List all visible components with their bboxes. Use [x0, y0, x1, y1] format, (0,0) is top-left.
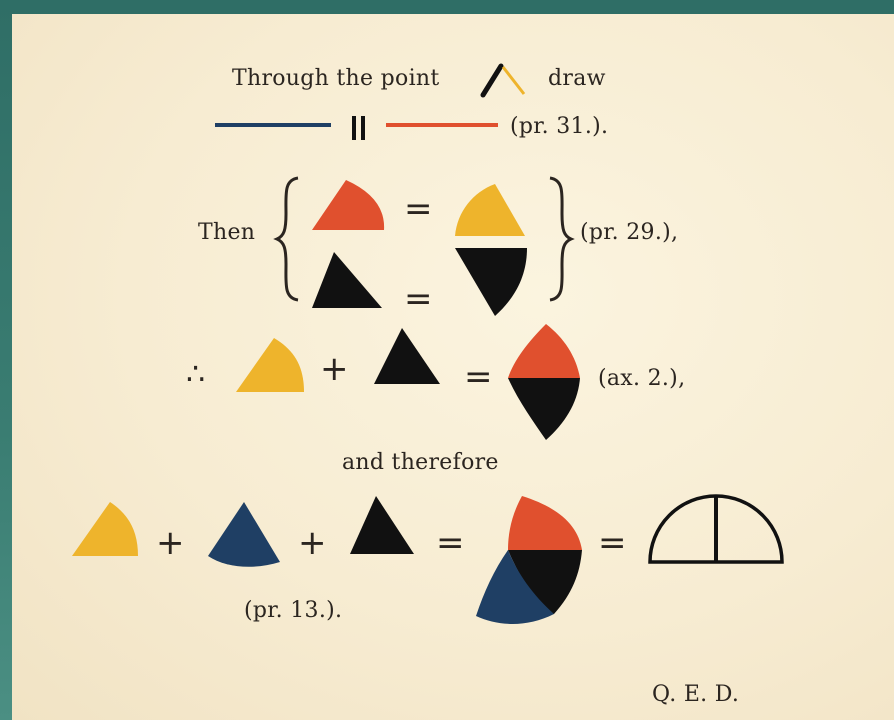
therefore-symbol: ∴ — [186, 357, 206, 392]
red-line-icon — [386, 123, 498, 127]
blue-line-icon — [215, 123, 331, 127]
black-sector-icon — [455, 248, 527, 316]
equals-sign-1: = — [436, 523, 465, 563]
equals-sign: = — [464, 357, 493, 397]
and-therefore-text: and therefore — [342, 450, 499, 475]
then-label: Then — [198, 220, 256, 245]
red-sector-icon — [312, 180, 385, 230]
black-triangle-icon — [312, 252, 382, 308]
composite-figure-icon — [476, 496, 582, 624]
black-triangle-icon — [350, 496, 414, 554]
reference-pr29: (pr. 29.), — [580, 220, 679, 245]
reference-pr31: (pr. 31.). — [510, 114, 609, 139]
plus-sign-1: + — [156, 523, 185, 563]
equals-sign-top: = — [404, 189, 433, 229]
qed-text: Q. E. D. — [652, 682, 740, 707]
right-brace-icon — [549, 176, 575, 302]
reference-pr13: (pr. 13.). — [244, 598, 343, 623]
through-point-text: Through the point — [232, 66, 440, 91]
draw-text: draw — [548, 66, 606, 91]
equals-sign-2: = — [598, 523, 627, 563]
black-triangle-icon — [374, 328, 440, 384]
parallel-icon — [352, 116, 365, 140]
plus-sign: + — [320, 349, 349, 389]
equals-sign-bottom: = — [404, 279, 433, 319]
semicircle-icon — [648, 494, 784, 564]
split-sector-icon — [508, 324, 580, 440]
yellow-sector-icon — [72, 502, 138, 556]
book-page: Through the point draw (pr. 31.). Then =… — [12, 14, 894, 720]
plus-sign-2: + — [298, 523, 327, 563]
blue-sector-icon — [208, 502, 280, 567]
yellow-sector-icon — [455, 184, 525, 236]
left-brace-icon — [273, 176, 299, 302]
reference-ax2: (ax. 2.), — [598, 366, 686, 391]
point-angle-icon — [480, 63, 526, 98]
yellow-sector-icon — [236, 338, 304, 392]
